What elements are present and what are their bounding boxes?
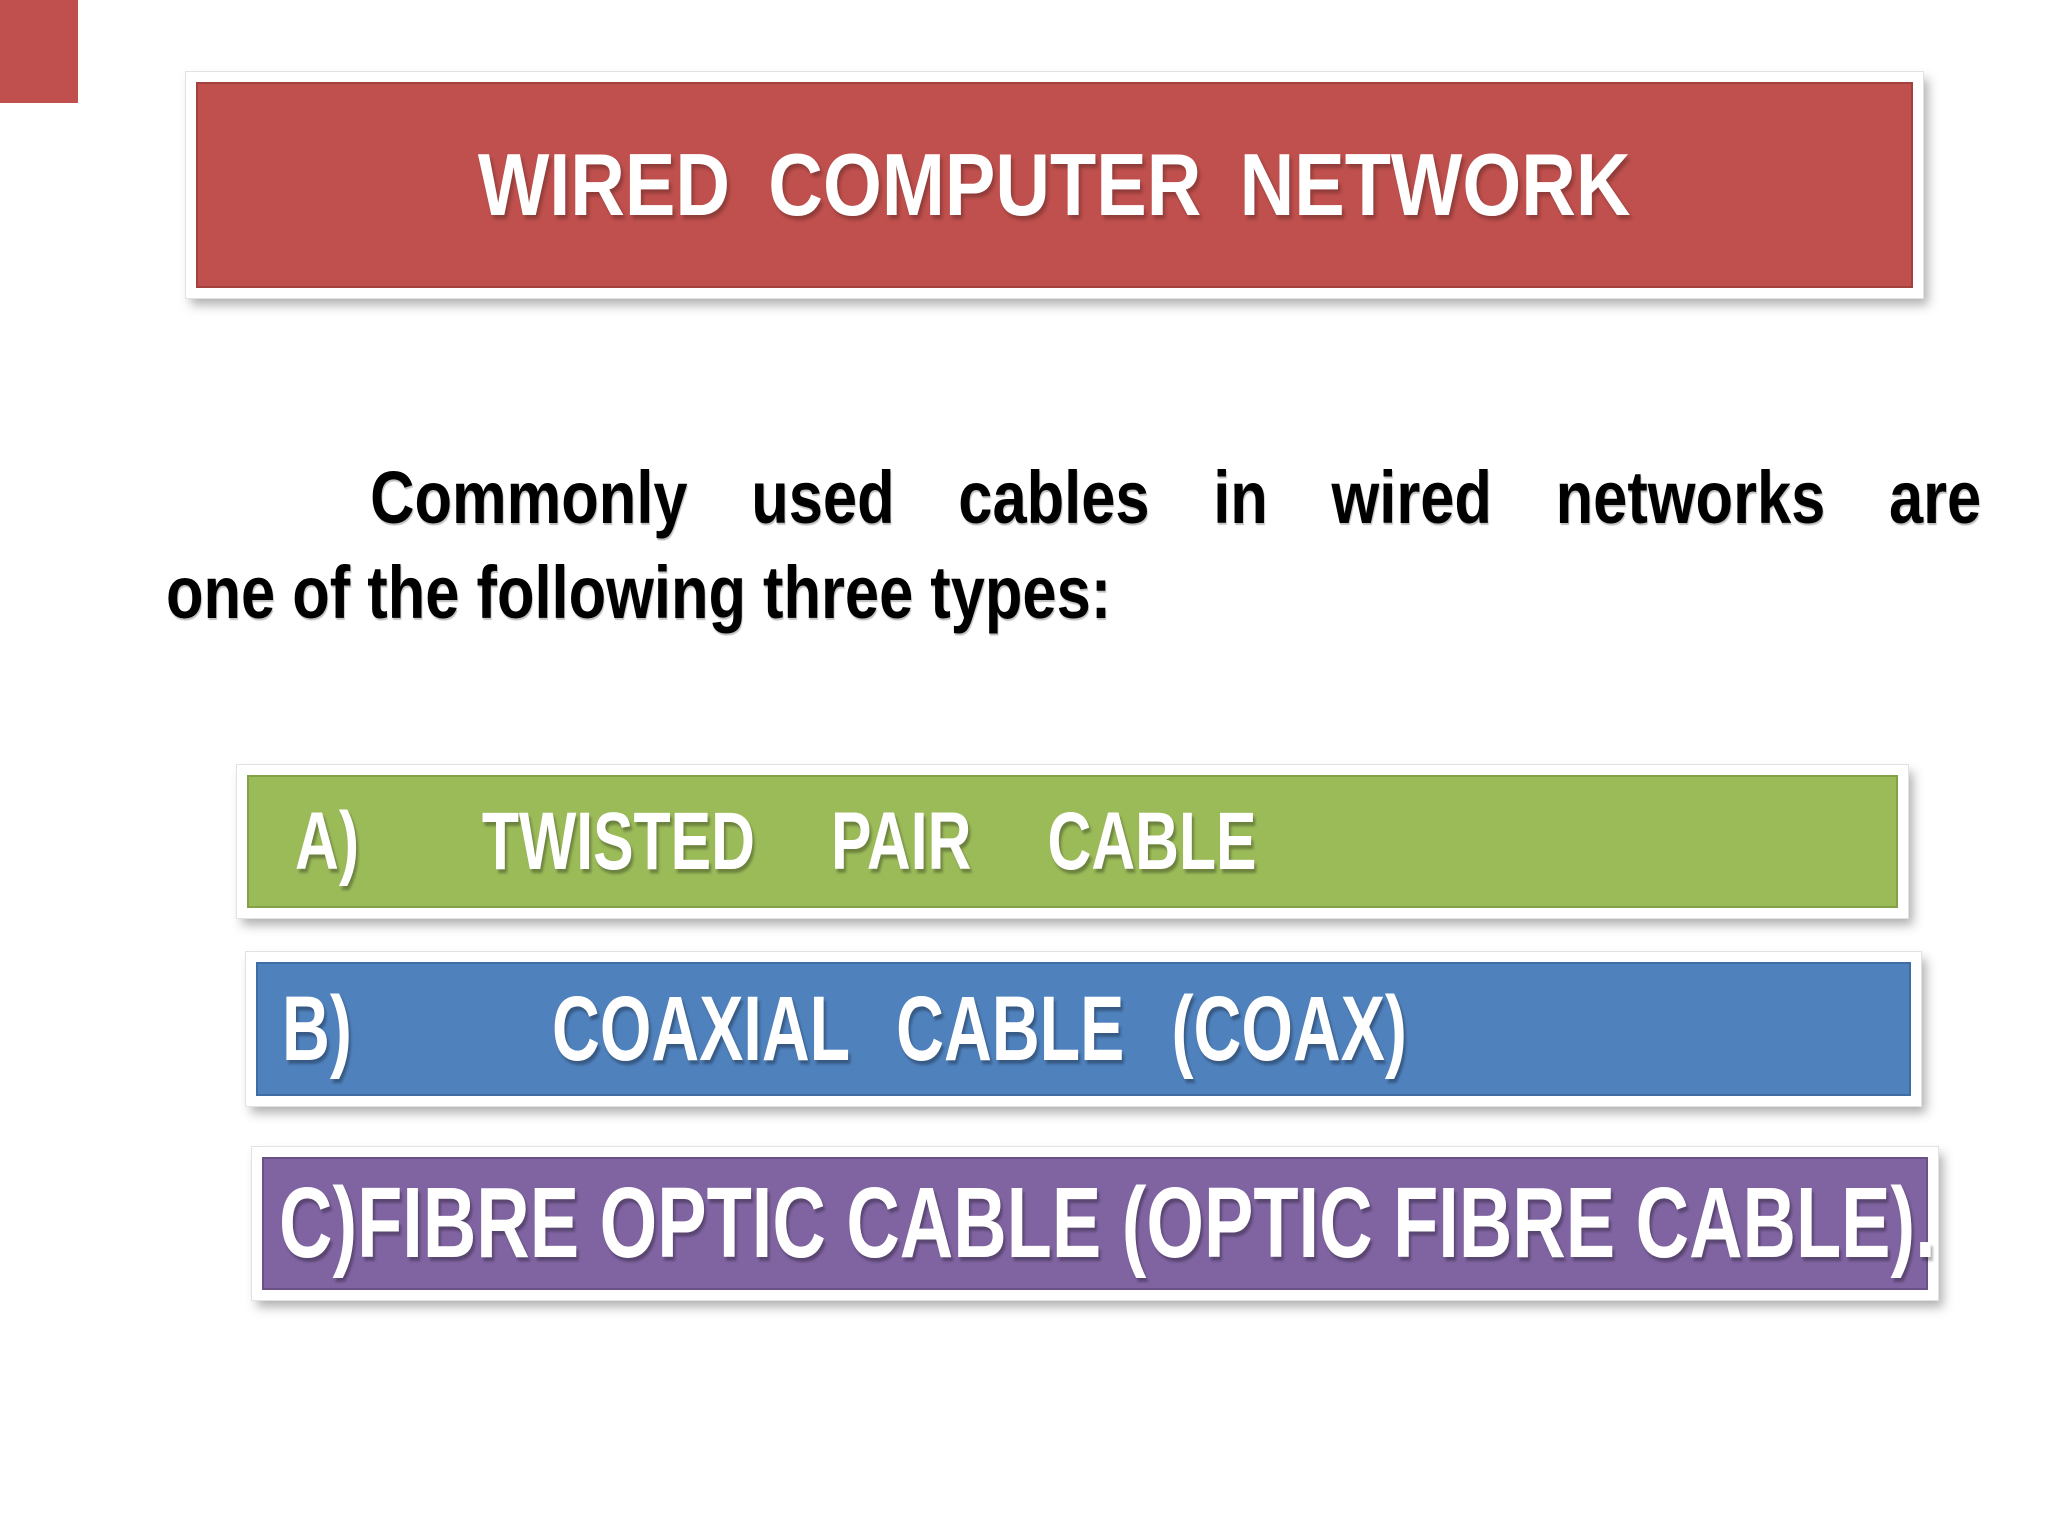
word: are: [1888, 456, 1982, 539]
list-item-b-bar: B) COAXIAL CABLE (COAX): [256, 962, 1911, 1096]
list-item-b-box: B) COAXIAL CABLE (COAX): [246, 952, 1921, 1106]
list-item-a-label: TWISTED PAIR CABLE: [481, 795, 1257, 887]
list-item-c-bar: C)FIBRE OPTIC CABLE (OPTIC FIBRE CABLE).: [262, 1157, 1936, 1290]
title-banner: WIRED COMPUTER NETWORK: [196, 82, 1913, 288]
list-item-b-label: COAXIAL CABLE (COAX): [552, 977, 1407, 1080]
title-box: WIRED COMPUTER NETWORK: [186, 72, 1923, 298]
list-item-b-prefix: B): [282, 977, 352, 1080]
corner-accent-shape: [0, 0, 78, 103]
word: cables: [958, 456, 1150, 539]
list-item-c-label: FIBRE OPTIC CABLE (OPTIC FIBRE CABLE).: [357, 1167, 1936, 1279]
list-item-a-box: A) TWISTED PAIR CABLE: [237, 765, 1908, 918]
word: networks: [1555, 456, 1826, 539]
list-item-c-box: C)FIBRE OPTIC CABLE (OPTIC FIBRE CABLE).: [252, 1147, 1938, 1300]
slide-title: WIRED COMPUTER NETWORK: [478, 135, 1631, 234]
list-item-a-bar: A) TWISTED PAIR CABLE: [247, 775, 1898, 908]
list-item-b-text: B) COAXIAL CABLE (COAX): [282, 977, 1407, 1082]
word: in: [1213, 456, 1268, 539]
word: Commonly: [370, 456, 688, 539]
list-item-c-text: C)FIBRE OPTIC CABLE (OPTIC FIBRE CABLE).: [279, 1166, 1936, 1281]
list-item-a-prefix: A): [295, 795, 360, 887]
paragraph-line-2: one of the following three types:: [166, 551, 1112, 634]
word: used: [751, 456, 895, 539]
list-item-c-prefix: C): [279, 1167, 358, 1279]
word: wired: [1331, 456, 1492, 539]
list-item-a-text: A) TWISTED PAIR CABLE: [295, 795, 1257, 889]
